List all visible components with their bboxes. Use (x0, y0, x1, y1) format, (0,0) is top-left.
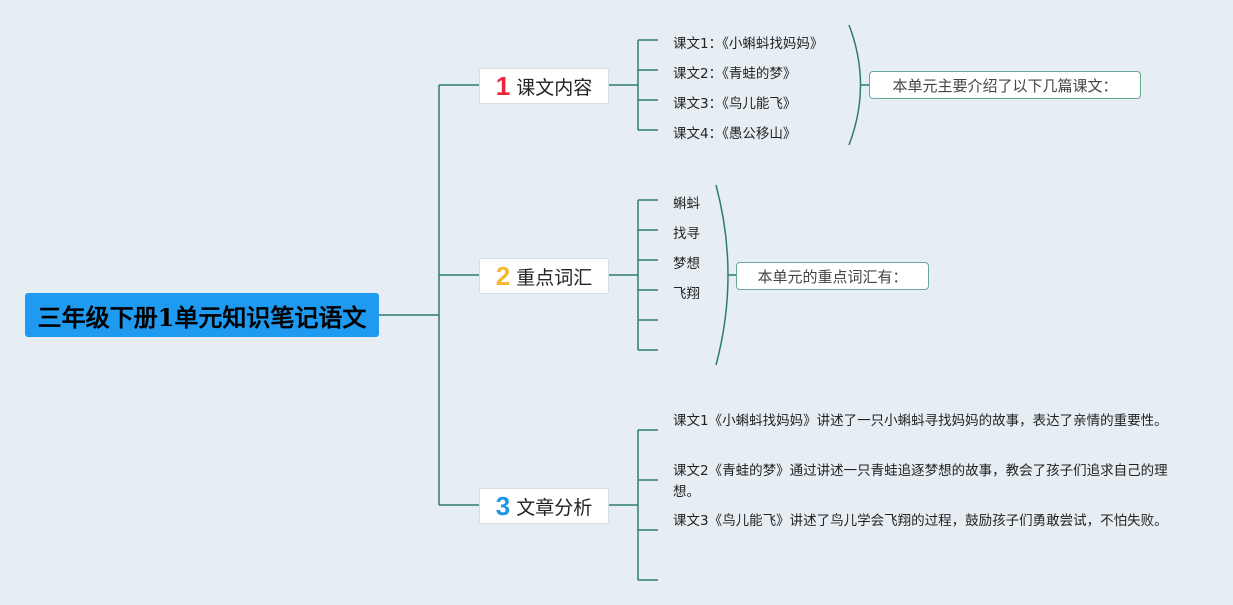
topic-lesson-content[interactable]: 1 课文内容 (479, 68, 609, 104)
topic-key-vocabulary[interactable]: 2 重点词汇 (479, 258, 609, 294)
number-two-icon: 2 (495, 260, 511, 291)
analysis-item[interactable]: 课文2《青蛙的梦》通过讲述一只青蛙追逐梦想的故事，教会了孩子们追求自己的理想。 (673, 463, 1168, 500)
lesson-item[interactable]: 课文2：《青蛙的梦》 (673, 66, 797, 82)
topic-label: 重点词汇 (516, 266, 593, 289)
summary-brace-vocab (715, 184, 729, 366)
analysis-item[interactable]: 课文3《鸟儿能飞》讲述了鸟儿学会飞翔的过程，鼓励孩子们勇敢尝试，不怕失败。 (673, 513, 1168, 529)
lesson-item[interactable]: 课文3：《鸟儿能飞》 (673, 96, 797, 112)
root-topic[interactable]: 三年级下册1单元知识笔记语文 (25, 293, 379, 337)
summary-brace-lessons (848, 24, 862, 146)
analysis-item[interactable]: 课文1《小蝌蚪找妈妈》讲述了一只小蝌蚪寻找妈妈的故事，表达了亲情的重要性。 (673, 413, 1168, 429)
topic-text-analysis[interactable]: 3 文章分析 (479, 488, 609, 524)
lesson-item[interactable]: 课文4：《愚公移山》 (673, 126, 797, 142)
vocab-item[interactable]: 找寻 (673, 226, 700, 242)
summary-lessons[interactable]: 本单元主要介绍了以下几篇课文： (869, 71, 1141, 99)
vocab-item[interactable]: 梦想 (673, 256, 700, 272)
summary-lessons-text: 本单元主要介绍了以下几篇课文： (892, 76, 1118, 95)
number-three-icon: 3 (495, 490, 511, 521)
topic-label: 文章分析 (516, 496, 593, 519)
root-title: 三年级下册1单元知识笔记语文 (37, 302, 367, 332)
vocab-item[interactable]: 飞翔 (673, 286, 700, 302)
topic-label: 课文内容 (516, 76, 593, 99)
lesson-item[interactable]: 课文1：《小蝌蚪找妈妈》 (673, 36, 824, 52)
summary-vocab-text: 本单元的重点词汇有： (757, 267, 908, 286)
number-one-icon: 1 (495, 70, 511, 101)
summary-vocab[interactable]: 本单元的重点词汇有： (736, 262, 929, 290)
vocab-item[interactable]: 蝌蚪 (673, 196, 700, 212)
